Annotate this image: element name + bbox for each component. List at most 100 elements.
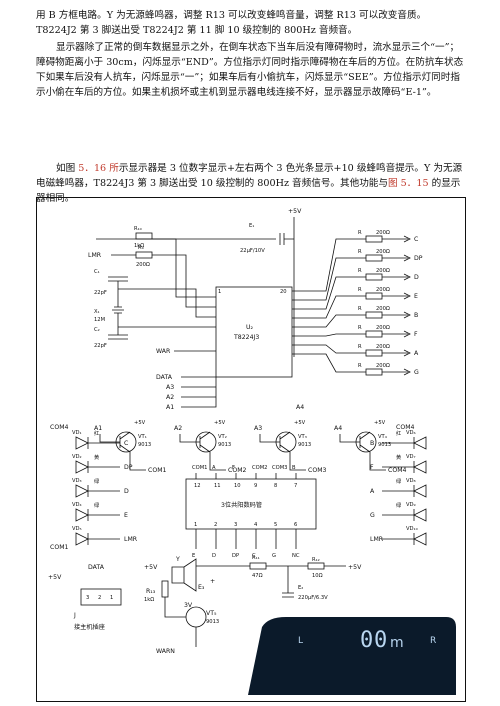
paragraph-2: 显示器除了正常的倒车数据显示之外，在倒车状态下当车后没有障碍物时，流水显示三个“… — [36, 42, 464, 98]
lcd-display-photo — [248, 617, 456, 695]
u2-part: T8224J3 — [233, 334, 259, 341]
transistor-vcc: +5V — [134, 420, 146, 426]
transistor-name: VT₂ — [218, 434, 227, 440]
figure-ref-5-15[interactable]: 图 5．15 — [388, 178, 429, 189]
seg-resistor-G — [365, 368, 383, 376]
led-name: VD₉ — [406, 502, 416, 508]
led-color: 绿 — [94, 477, 100, 485]
v3-label: 3V — [184, 602, 193, 609]
display-top-pin: 9 — [254, 483, 257, 489]
seg-output-C: C — [414, 236, 418, 243]
jack-pin3: 3 — [86, 595, 89, 601]
led-color: 黄 — [396, 453, 401, 461]
seg-resistor-label: R — [358, 344, 362, 350]
circuit-schematic: +5V E₁ 22μF/10V R₁₀ 1kΩ LMR R₉ 200Ω C₁ 2… — [36, 197, 466, 702]
seg-resistor-value: 200Ω — [376, 268, 390, 274]
led-color: 红 — [396, 429, 401, 437]
paragraph-1: 用 B 方框电路。Y 为无源蜂鸣器，调整 R13 可以改变蜂鸣音量，调整 R13… — [36, 10, 427, 36]
lcd-unit: m — [390, 635, 404, 651]
r13-label: R₁₃ — [146, 588, 156, 595]
display-top-pin: 11 — [214, 483, 221, 489]
led-target-B: B — [370, 440, 374, 447]
led-color: 绿 — [94, 501, 100, 509]
c2-label: C₂ — [94, 327, 100, 333]
display-bottom-signal: NC — [292, 553, 300, 559]
led-name: VD₁ — [72, 430, 82, 436]
jack-desc: 接主机插座 — [74, 623, 105, 631]
figure-frame — [36, 197, 466, 702]
war-label: WAR — [156, 348, 171, 355]
display-bottom-pin: 6 — [294, 522, 297, 528]
seg-resistor-value: 200Ω — [376, 287, 390, 293]
seg-output-G: G — [414, 369, 419, 376]
display-bottom-pin: 4 — [254, 522, 258, 528]
transistor-part: 9013 — [138, 442, 151, 448]
buzzer-icon — [171, 558, 197, 592]
transistor-vcc: +5V — [374, 420, 386, 426]
a1-label-u2: A1 — [166, 404, 174, 411]
c1-value: 22pF — [94, 290, 107, 296]
seg-output-F: F — [414, 331, 418, 338]
led-name: VD₄ — [72, 502, 82, 508]
r9-value: 200Ω — [136, 262, 150, 268]
led-name: VD₁₀ — [406, 526, 418, 532]
jack-pin2: 2 — [98, 595, 101, 601]
seg-resistor-label: R — [358, 363, 362, 369]
r11-label: R₁₁ — [252, 555, 260, 561]
r10-resistor — [135, 232, 153, 240]
led-VD₁₀ — [413, 532, 427, 546]
jack-pin1: 1 — [110, 595, 113, 601]
led-color: 绿 — [396, 477, 402, 485]
display-bottom-pin: 1 — [194, 522, 197, 528]
vcc-r12: +5V — [348, 564, 362, 571]
led-name: VD₃ — [72, 478, 82, 484]
paragraph-3: 如图 5．16 所示显示器是 3 位数字显示+左右两个 3 色光条显示+10 级… — [36, 163, 463, 204]
jack-vcc-label: +5V — [48, 574, 62, 581]
led-name: VD₈ — [406, 478, 416, 484]
seg-resistor-B — [365, 311, 383, 319]
buzzer-label: Y — [175, 556, 180, 563]
display-bottom-pin: 3 — [234, 522, 237, 528]
e1-label: E₁ — [249, 223, 254, 229]
display-top-signal: COM1 — [192, 465, 207, 471]
seg-resistor-value: 200Ω — [376, 230, 390, 236]
display-bottom-signal: C — [252, 553, 256, 559]
r12-value: 10Ω — [312, 573, 323, 579]
lcd-right-label: R — [430, 636, 436, 646]
seg-resistor-value: 200Ω — [376, 325, 390, 331]
com4-left-label: COM4 — [50, 424, 69, 431]
led-color: 黄 — [94, 453, 99, 461]
display-bottom-pin: 2 — [214, 522, 217, 528]
seg-resistor-label: R — [358, 306, 362, 312]
a2-label-u2: A2 — [166, 394, 174, 401]
transistor-base-A1: A1 — [94, 425, 102, 432]
seg-resistor-label: R — [358, 287, 362, 293]
seg-resistor-value: 200Ω — [376, 344, 390, 350]
transistor-base-A2: A2 — [174, 425, 182, 432]
c1-label: C₁ — [94, 269, 100, 275]
led-name: VD₆ — [406, 430, 416, 436]
seg-resistor-E — [365, 292, 383, 300]
vcc-buzzer: +5V — [144, 564, 158, 571]
display-top-pin: 10 — [234, 483, 241, 489]
led-target-F: F — [370, 464, 374, 471]
vt5-part: 9013 — [206, 619, 219, 625]
seg-resistor-D — [365, 273, 383, 281]
led-target-G: G — [370, 512, 375, 519]
led-VD₂ — [75, 460, 89, 474]
led-VD₇ — [413, 460, 427, 474]
e2-label: E₂ — [298, 585, 303, 591]
led-VD₈ — [413, 484, 427, 498]
transistor-base-A4: A4 — [334, 425, 342, 432]
transistor-base-A3: A3 — [254, 425, 262, 432]
transistor-com-1: COM1 — [148, 467, 167, 474]
seg-resistor-value: 200Ω — [376, 363, 390, 369]
led-name: VD₅ — [72, 526, 82, 532]
seg-resistor-label: R — [358, 325, 362, 331]
seg-resistor-C — [365, 235, 383, 243]
e3-label: E₃ — [198, 584, 205, 591]
r11-resistor — [249, 562, 267, 570]
transistor-part: 9013 — [218, 442, 231, 448]
a3-label-u2: A3 — [166, 384, 174, 391]
figure-ref-5-16[interactable]: 5．16 所 — [78, 163, 119, 174]
